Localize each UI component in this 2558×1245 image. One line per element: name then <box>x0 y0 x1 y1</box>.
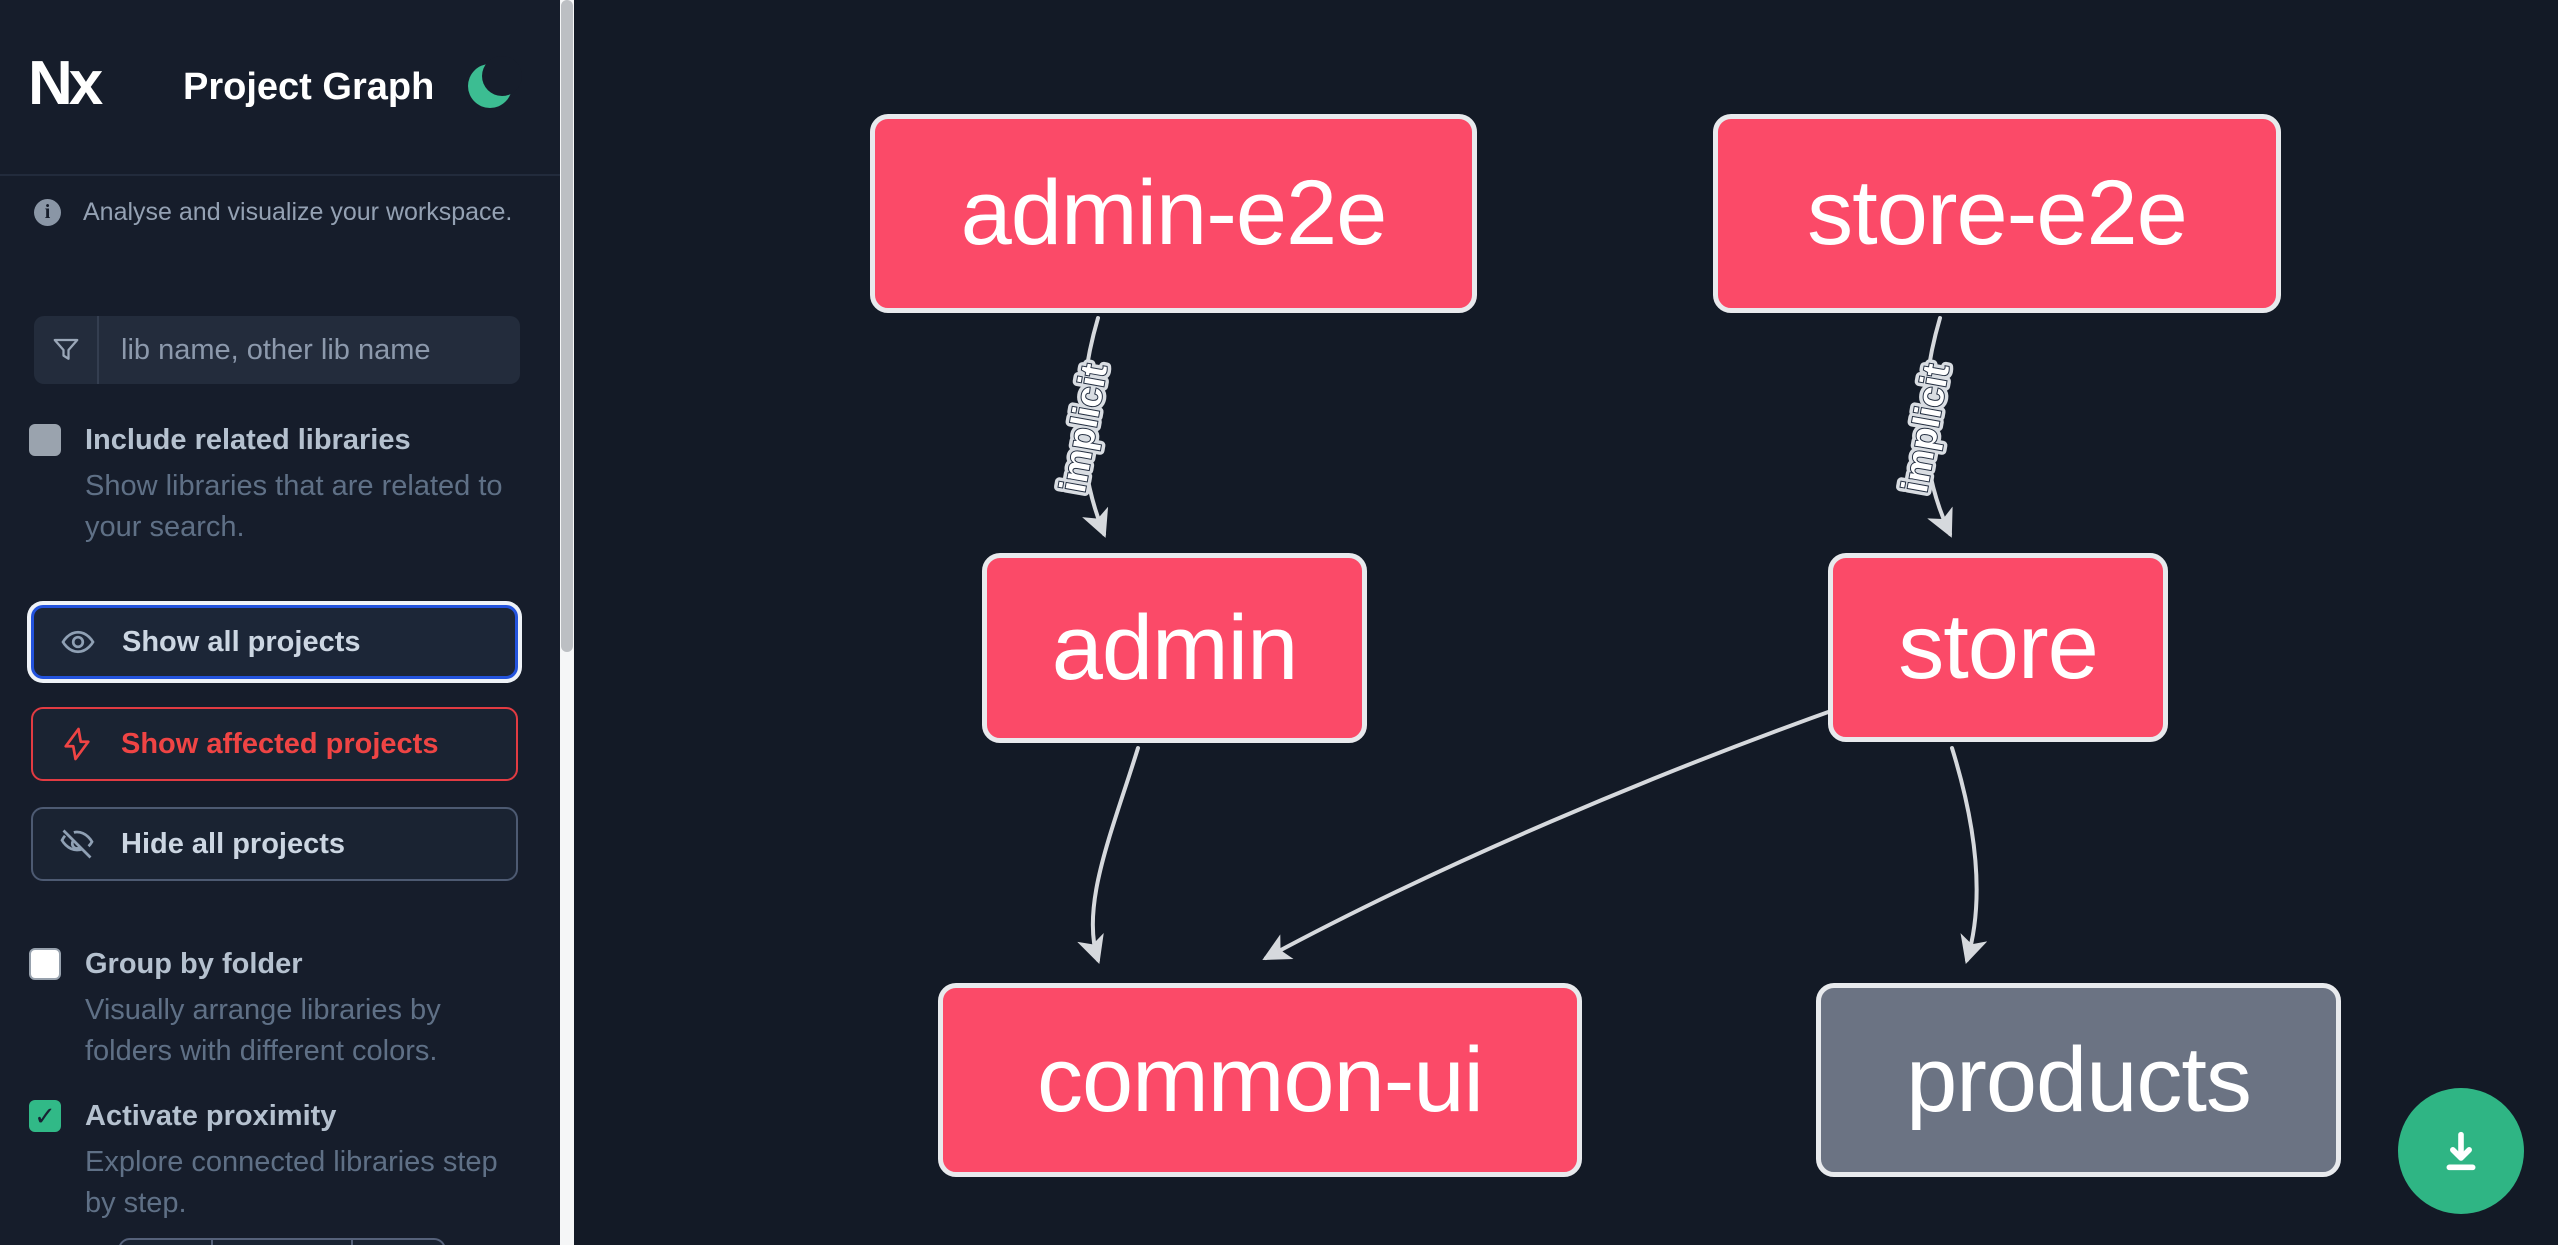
info-icon: i <box>34 199 61 226</box>
show-all-projects-button[interactable]: Show all projects <box>31 605 518 679</box>
edge-store-to-common-ui <box>1262 704 1847 960</box>
sidebar-scrollbar-track[interactable] <box>560 0 574 1245</box>
include-related-checkbox[interactable] <box>29 424 61 456</box>
nx-logo-icon: Nx <box>28 40 118 126</box>
search-input[interactable] <box>99 316 520 384</box>
project-graph-canvas[interactable]: implicit implicit implicit implicit admi… <box>574 0 2558 1245</box>
include-related-label: Include related libraries <box>85 424 411 456</box>
node-store-e2e[interactable]: store-e2e <box>1713 114 2281 313</box>
edge-label-implicit-right: implicit implicit <box>1890 356 1962 500</box>
show-affected-projects-label: Show affected projects <box>121 727 439 760</box>
nx-logo-text: Nx <box>28 48 103 118</box>
proximity-increment-button[interactable] <box>353 1240 444 1245</box>
node-admin-e2e[interactable]: admin-e2e <box>870 114 1477 313</box>
group-by-folder-label: Group by folder <box>85 948 303 980</box>
activate-proximity-checkbox[interactable]: ✓ <box>29 1100 61 1132</box>
activate-proximity-label: Activate proximity <box>85 1100 337 1132</box>
edge-label-implicit-left: implicit implicit <box>1048 356 1120 500</box>
page-title: Project Graph <box>183 66 435 108</box>
theme-toggle-button[interactable] <box>458 56 522 120</box>
filter-include-related: Include related libraries Show libraries… <box>29 422 503 548</box>
moon-icon <box>468 56 522 108</box>
proximity-stepper[interactable] <box>118 1238 446 1245</box>
download-image-button[interactable] <box>2398 1088 2524 1214</box>
download-icon <box>2446 1131 2476 1171</box>
tagline-row: i Analyse and visualize your workspace. <box>34 198 512 227</box>
filter-funnel-icon <box>34 316 99 384</box>
sidebar: Nx Project Graph i Analyse and visualize… <box>0 0 560 1245</box>
group-by-folder-checkbox[interactable] <box>29 948 61 980</box>
svg-text:implicit: implicit <box>1894 361 1957 496</box>
proximity-value <box>213 1240 353 1245</box>
filter-activate-proximity: ✓ Activate proximity Explore connected l… <box>29 1098 499 1224</box>
sidebar-scrollbar-thumb[interactable] <box>561 0 573 652</box>
edge-store-e2e-to-store <box>1922 316 1953 538</box>
show-affected-projects-button[interactable]: Show affected projects <box>31 707 518 781</box>
edge-admin-to-common-ui <box>1077 746 1140 964</box>
activate-proximity-description: Explore connected libraries step by step… <box>85 1146 498 1219</box>
include-related-description: Show libraries that are related to your … <box>85 470 503 543</box>
group-by-folder-description: Visually arrange libraries by folders wi… <box>85 994 441 1067</box>
tagline-text: Analyse and visualize your workspace. <box>83 198 513 226</box>
sidebar-header: Nx Project Graph <box>0 0 560 176</box>
search-box <box>34 316 520 384</box>
node-admin[interactable]: admin <box>982 553 1367 743</box>
node-products[interactable]: products <box>1816 983 2341 1177</box>
filter-group-by-folder: Group by folder Visually arrange librari… <box>29 946 499 1072</box>
edge-admin-e2e-to-admin <box>1080 316 1109 538</box>
node-store[interactable]: store <box>1828 553 2168 742</box>
eye-icon <box>61 630 95 654</box>
svg-text:implicit: implicit <box>1052 361 1115 496</box>
edge-store-to-products <box>1950 746 1988 965</box>
show-all-projects-label: Show all projects <box>122 625 361 658</box>
node-common-ui[interactable]: common-ui <box>938 983 1582 1177</box>
proximity-decrement-button[interactable] <box>120 1240 213 1245</box>
hide-all-projects-button[interactable]: Hide all projects <box>31 807 518 881</box>
edges-layer: implicit implicit implicit implicit <box>1048 316 1988 965</box>
hide-all-projects-label: Hide all projects <box>121 827 346 860</box>
bolt-icon <box>64 727 90 761</box>
eye-off-icon <box>60 829 94 859</box>
